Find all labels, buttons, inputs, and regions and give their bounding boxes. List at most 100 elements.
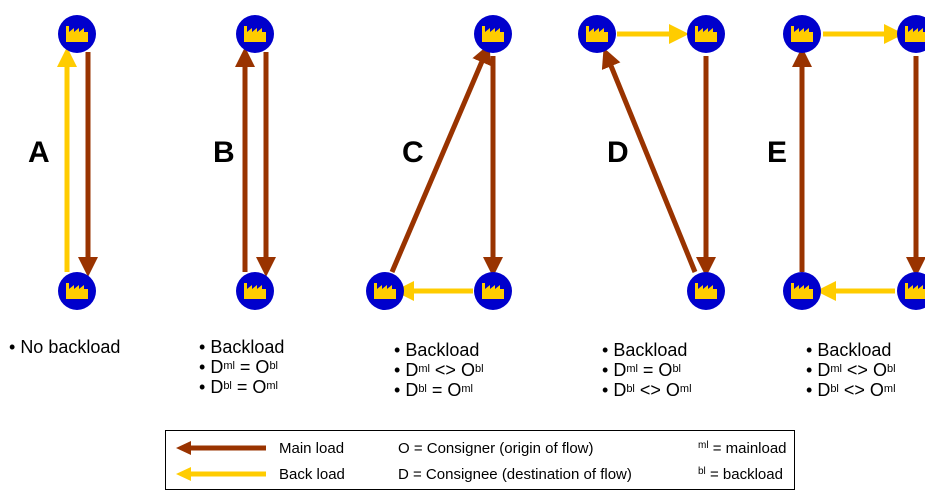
note-line: • Dml = Obl: [199, 357, 284, 377]
note-text: D: [817, 360, 831, 380]
bullet-icon: •: [394, 360, 406, 380]
factory-building: [791, 26, 813, 42]
note-line: • No backload: [9, 337, 120, 357]
panel-label-b: B: [213, 136, 235, 169]
bullet-icon: •: [394, 340, 406, 360]
note-superscript: ml: [223, 360, 235, 372]
note-superscript: bl: [223, 380, 232, 392]
panel-notes-d: • Backload• Dml = Obl• Dbl <> Oml: [602, 340, 692, 400]
note-text: D: [613, 360, 627, 380]
bullet-icon: •: [394, 380, 406, 400]
factory-icon: [687, 15, 725, 53]
note-text: <> O: [634, 380, 680, 400]
d-main-arrow-diagonal: [601, 47, 698, 273]
back-load-arrow-icon: [176, 467, 266, 481]
factory-icon: [236, 15, 274, 53]
bullet-icon: •: [199, 377, 211, 397]
main-load-arrow-icon: [176, 441, 266, 455]
factory-building: [482, 26, 504, 42]
bullet-icon: •: [602, 340, 614, 360]
note-text: = O: [234, 357, 270, 377]
note-superscript: ml: [830, 363, 842, 375]
factory-icon: [578, 15, 616, 53]
panel-notes-b: • Backload• Dml = Obl• Dbl = Oml: [199, 337, 284, 397]
main-load-label: Main load: [279, 440, 345, 457]
factory-building: [66, 283, 88, 299]
bullet-icon: •: [806, 360, 818, 380]
note-line: • Dbl = Oml: [199, 377, 284, 397]
note-superscript: ml: [883, 383, 896, 395]
note-text: Backload: [405, 340, 480, 360]
mainload-definition: ml = mainload: [698, 440, 787, 457]
factory-icon: [897, 15, 925, 53]
panel-label-c: C: [402, 136, 424, 169]
note-text: Backload: [210, 337, 285, 357]
note-text: <> O: [841, 360, 887, 380]
bullet-icon: •: [806, 380, 818, 400]
note-text: D: [613, 380, 627, 400]
factory-icon: [58, 272, 96, 310]
note-line: • Dml <> Obl: [394, 360, 484, 380]
note-superscript: ml: [266, 380, 278, 392]
factory-icon: [474, 15, 512, 53]
factory-building: [695, 26, 717, 42]
note-superscript: ml: [461, 383, 473, 395]
note-superscript: ml: [418, 363, 430, 375]
note-superscript: ml: [679, 383, 692, 395]
note-text: = O: [637, 360, 673, 380]
note-text: Backload: [817, 340, 892, 360]
note-text: D: [405, 360, 419, 380]
note-line: • Backload: [199, 337, 284, 357]
panel-label-a: A: [28, 136, 50, 169]
factory-icon: [474, 272, 512, 310]
bullet-icon: •: [199, 337, 211, 357]
note-text: <> O: [429, 360, 475, 380]
note-line: • Dml = Obl: [602, 360, 692, 380]
panel-notes-e: • Backload• Dml <> Obl• Dbl <> Oml: [806, 340, 896, 400]
legend: Main load Back load O = Consigner (origi…: [165, 430, 795, 490]
factory-icon: [687, 272, 725, 310]
factory-building: [586, 26, 608, 42]
c-main-arrow-diagonal: [389, 43, 491, 273]
note-superscript: bl: [626, 383, 635, 395]
factory-building: [791, 283, 813, 299]
bullet-icon: •: [806, 340, 818, 360]
note-superscript: bl: [418, 383, 427, 395]
factory-building: [374, 283, 396, 299]
note-line: • Backload: [394, 340, 484, 360]
note-line: • Backload: [602, 340, 692, 360]
note-text: No backload: [20, 337, 121, 357]
bullet-icon: •: [9, 337, 21, 357]
note-text: <> O: [838, 380, 884, 400]
note-text: = O: [231, 377, 267, 397]
note-superscript: bl: [830, 383, 839, 395]
panel-notes-a: • No backload: [9, 337, 120, 357]
note-line: • Dbl = Oml: [394, 380, 484, 400]
factory-building: [905, 26, 925, 42]
panel-notes-c: • Backload• Dml <> Obl• Dbl = Oml: [394, 340, 484, 400]
factory-icon: [783, 272, 821, 310]
panel-label-d: D: [607, 136, 629, 169]
factory-icon: [897, 272, 925, 310]
note-superscript: bl: [474, 363, 484, 375]
note-superscript: bl: [269, 360, 278, 372]
note-superscript: bl: [672, 363, 681, 375]
bullet-icon: •: [602, 380, 614, 400]
bullet-icon: •: [199, 357, 211, 377]
note-text: Backload: [613, 340, 688, 360]
factory-building: [66, 26, 88, 42]
note-text: D: [405, 380, 419, 400]
note-line: • Dbl <> Oml: [806, 380, 896, 400]
backload-definition: bl = backload: [698, 466, 783, 483]
panel-label-e: E: [767, 136, 788, 169]
factory-icon: [58, 15, 96, 53]
consignee-definition: D = Consignee (destination of flow): [398, 466, 632, 483]
note-line: • Dbl <> Oml: [602, 380, 692, 400]
factory-building: [905, 283, 925, 299]
note-text: = O: [426, 380, 462, 400]
bullet-icon: •: [602, 360, 614, 380]
note-line: • Dml <> Obl: [806, 360, 896, 380]
factory-icon: [366, 272, 404, 310]
factory-building: [244, 26, 266, 42]
